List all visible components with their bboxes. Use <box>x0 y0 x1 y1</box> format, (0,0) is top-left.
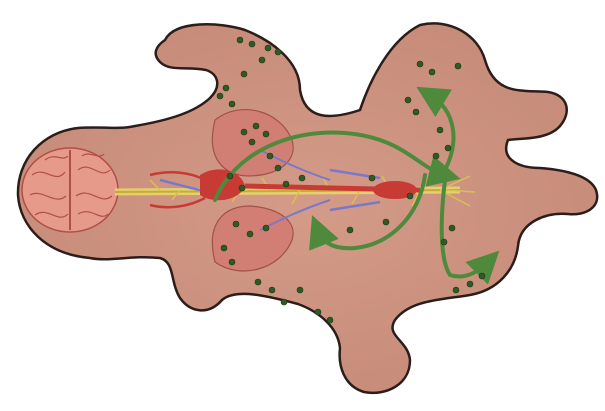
brain <box>22 148 118 232</box>
